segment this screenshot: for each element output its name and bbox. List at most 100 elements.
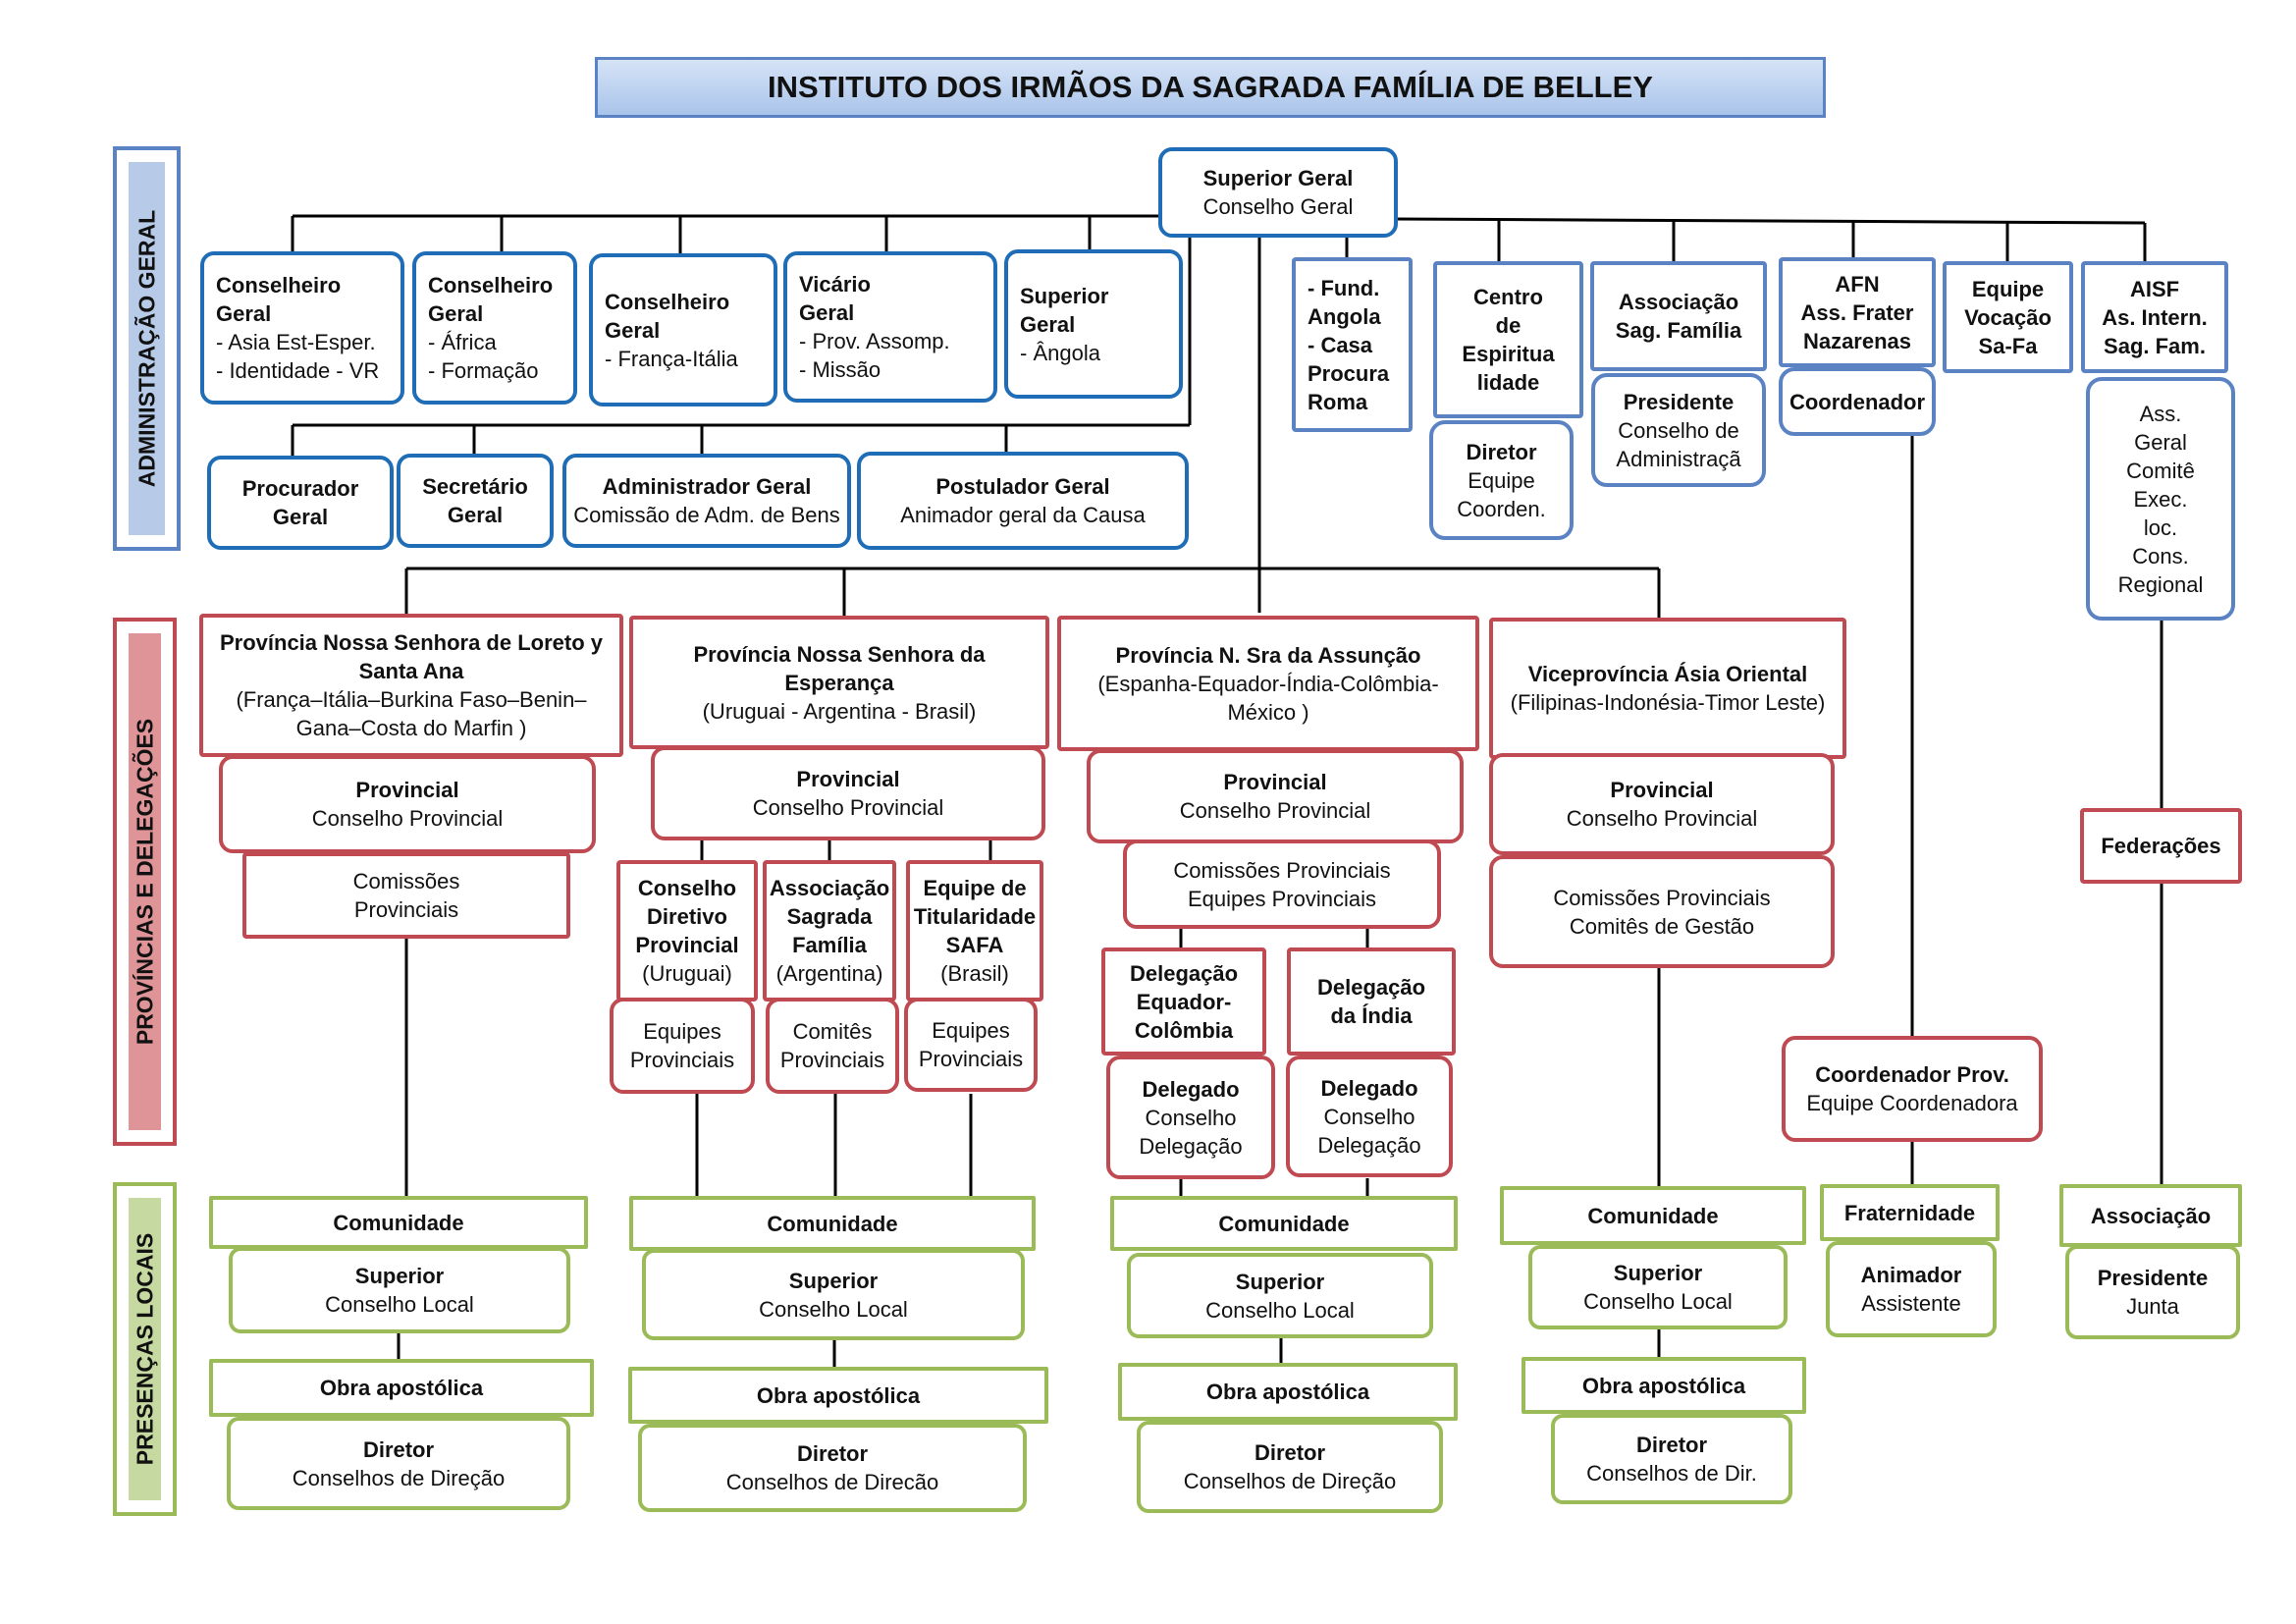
diretor-1-line: Diretor [362, 1436, 435, 1462]
delegacao-equador-line: Equador- [1136, 989, 1232, 1014]
prov-assuncao-provincial-line: Conselho Provincial [1179, 798, 1371, 823]
diretor-3-line: Diretor [1254, 1440, 1326, 1465]
diretor-4-line: Diretor [1635, 1433, 1708, 1457]
aisf-line: Sag. Fam. [2104, 333, 2206, 358]
coordenador-prov-box: Coordenador Prov.Equipe Coordenadora [1782, 1036, 2043, 1142]
equipe-vocacao-line: Vocação [1964, 304, 2052, 330]
section-admin: ADMINISTRAÇÃO GERAL [113, 146, 181, 551]
comunidade-3-line: Comunidade [1218, 1211, 1350, 1236]
equipe-titularidade-line: Titularidade [913, 904, 1037, 929]
diretor-2-line: Diretor [796, 1441, 869, 1466]
afn-line: Nazarenas [1802, 328, 1912, 353]
diretor-4-line: Conselhos de Dir. [1586, 1461, 1757, 1486]
conselho-diretivo-line: Conselho [637, 876, 737, 900]
prov-loreto-provincial-line: Provincial [355, 778, 459, 802]
coordenador-prov-line: Equipe Coordenadora [1806, 1091, 2018, 1115]
prov-assuncao-comissoes-line: Equipes Provinciais [1188, 886, 1376, 911]
conselho-diretivo-line: Provincial [635, 933, 739, 957]
associacao-sagrada-line: Sagrada [786, 904, 873, 929]
diretor-centro-line: Diretor [1466, 439, 1537, 464]
prov-loreto-line: Santa Ana [358, 659, 464, 683]
comunidade-1-line: Comunidade [333, 1210, 464, 1235]
secretario-line: Secretário [422, 474, 528, 499]
federacoes-box: Federações [2080, 808, 2242, 884]
vice-asia-provincial-line: Conselho Provincial [1566, 806, 1758, 831]
presidente-junta-line: Junta [2126, 1294, 2179, 1319]
animador-line: Animador [1860, 1263, 1962, 1287]
aisf-detail-line: Regional [2117, 571, 2204, 597]
associacao-sagrada-line: Família [792, 933, 867, 957]
aisf-detail-line: loc. [2143, 514, 2178, 540]
conselheiro-2-line: Conselheiro [428, 273, 554, 298]
conselheiro-1-line: Geral [216, 301, 272, 326]
vice-asia-comissoes-line: Comissões Provinciais [1553, 885, 1771, 910]
comunidade-1-box: Comunidade [209, 1196, 588, 1249]
associacao-local-box: Associação [2059, 1184, 2242, 1247]
aisf-detail-line: Geral [2134, 429, 2187, 455]
prov-assuncao-line: México ) [1227, 699, 1309, 725]
obra-4-box: Obra apostólica [1522, 1357, 1806, 1414]
superior-2-line: Superior [788, 1268, 879, 1293]
delegacao-equador-line: Colômbia [1134, 1017, 1234, 1043]
prov-loreto-comissoes-line: Provinciais [353, 897, 459, 922]
postulador-line: Postulador Geral [935, 474, 1110, 499]
superior-geral-line: Superior Geral [1202, 166, 1354, 190]
aisf-detail-line: Ass. [2139, 401, 2182, 426]
fraternidade-box: Fraternidade [1820, 1184, 2000, 1241]
fund-angola-line: - Fund. [1308, 275, 1380, 300]
obra-4-line: Obra apostólica [1581, 1373, 1746, 1398]
centro-line: lidade [1476, 370, 1540, 395]
prov-assuncao-line: (Espanha-Equador-Índia-Colômbia- [1097, 671, 1439, 696]
vicario-line: - Missão [799, 357, 881, 382]
federacoes-line: Federações [2101, 834, 2221, 858]
section-provinces: PROVÍNCIAS E DELEGAÇÕES [113, 618, 177, 1146]
vice-asia-line: (Filipinas-Indonésia-Timor Leste) [1510, 690, 1826, 715]
comites-prov-line: Provinciais [779, 1048, 885, 1072]
superior-geral-angola-line: Geral [1020, 311, 1076, 337]
page-title: INSTITUTO DOS IRMÃOS DA SAGRADA FAMÍLIA … [595, 57, 1826, 118]
equipes-prov-2-line: Provinciais [918, 1047, 1024, 1071]
diretor-centro-line: Coorden. [1457, 496, 1546, 521]
comites-prov-line: Comitês [792, 1019, 873, 1044]
prov-assuncao-line: Província N. Sra da Assunção [1115, 642, 1421, 668]
aisf-detail-line: Cons. [2132, 543, 2189, 568]
obra-2-box: Obra apostólica [628, 1367, 1048, 1424]
associacao-sagrada-line: (Argentina) [775, 961, 883, 986]
obra-3-line: Obra apostólica [1205, 1380, 1370, 1404]
vicario-line: Geral [799, 300, 855, 325]
equipes-prov-1-line: Equipes [643, 1019, 721, 1044]
associacao-sf-line: Sag. Família [1615, 318, 1742, 343]
equipes-prov-1-line: Provinciais [629, 1048, 735, 1072]
afn-line: AFN [1835, 271, 1880, 297]
centro-line: de [1495, 313, 1522, 338]
superior-3-line: Superior [1235, 1269, 1325, 1294]
postulador-line: Animador geral da Causa [900, 503, 1146, 527]
section-local-label: PRESENÇAS LOCAIS [132, 1232, 157, 1466]
associacao-sf-line: Associação [1618, 290, 1739, 314]
